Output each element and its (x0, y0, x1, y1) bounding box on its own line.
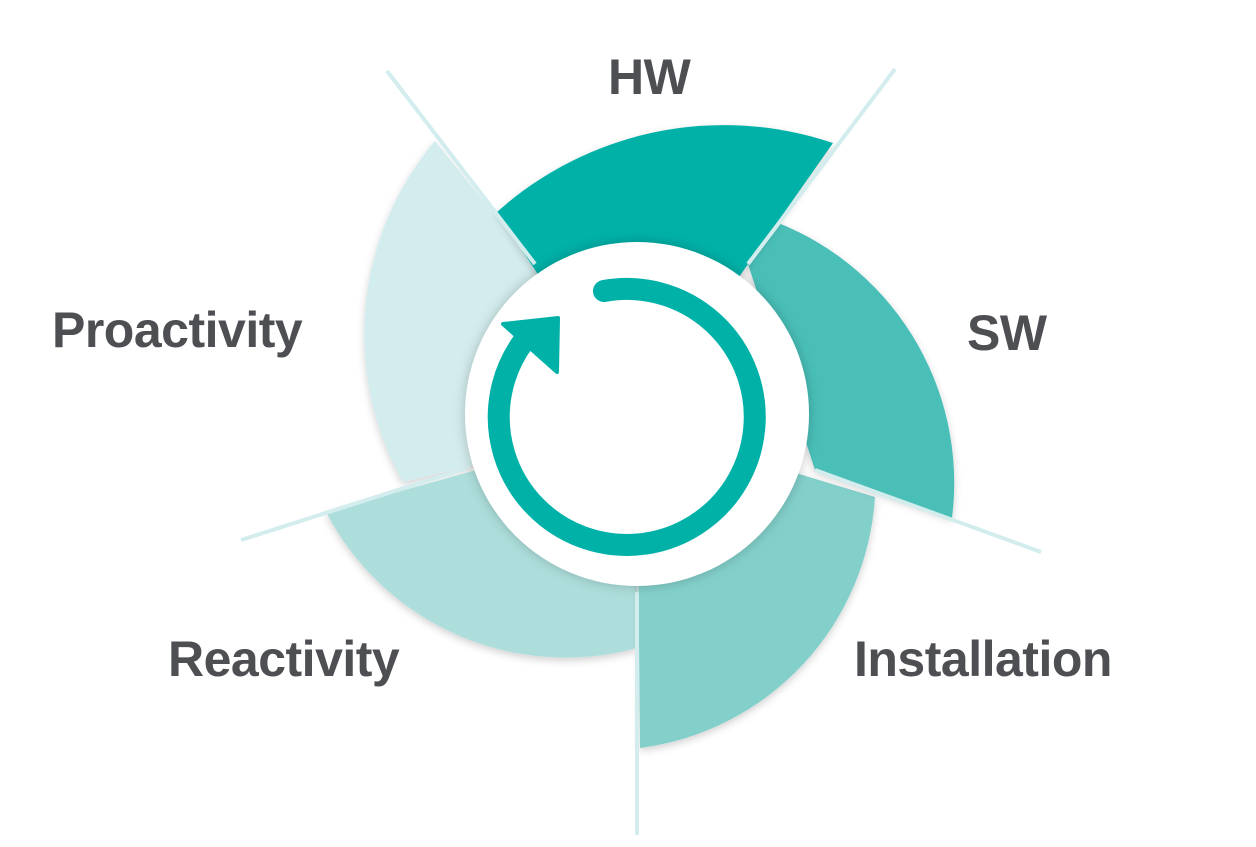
cycle-arrow-icon (487, 278, 766, 556)
separator-line-reactivity-proactivity (240, 465, 471, 542)
separator-line-hw-sw (746, 67, 897, 266)
segment-sw (748, 218, 955, 518)
label-hw: HW (608, 49, 691, 105)
separator-line-sw-installation (814, 468, 1042, 554)
label-proactivity: Proactivity (52, 302, 303, 358)
label-reactivity: Reactivity (168, 631, 400, 687)
label-sw: SW (967, 305, 1047, 361)
label-installation: Installation (854, 631, 1112, 687)
separator-line-hw-proactivity (385, 69, 537, 266)
